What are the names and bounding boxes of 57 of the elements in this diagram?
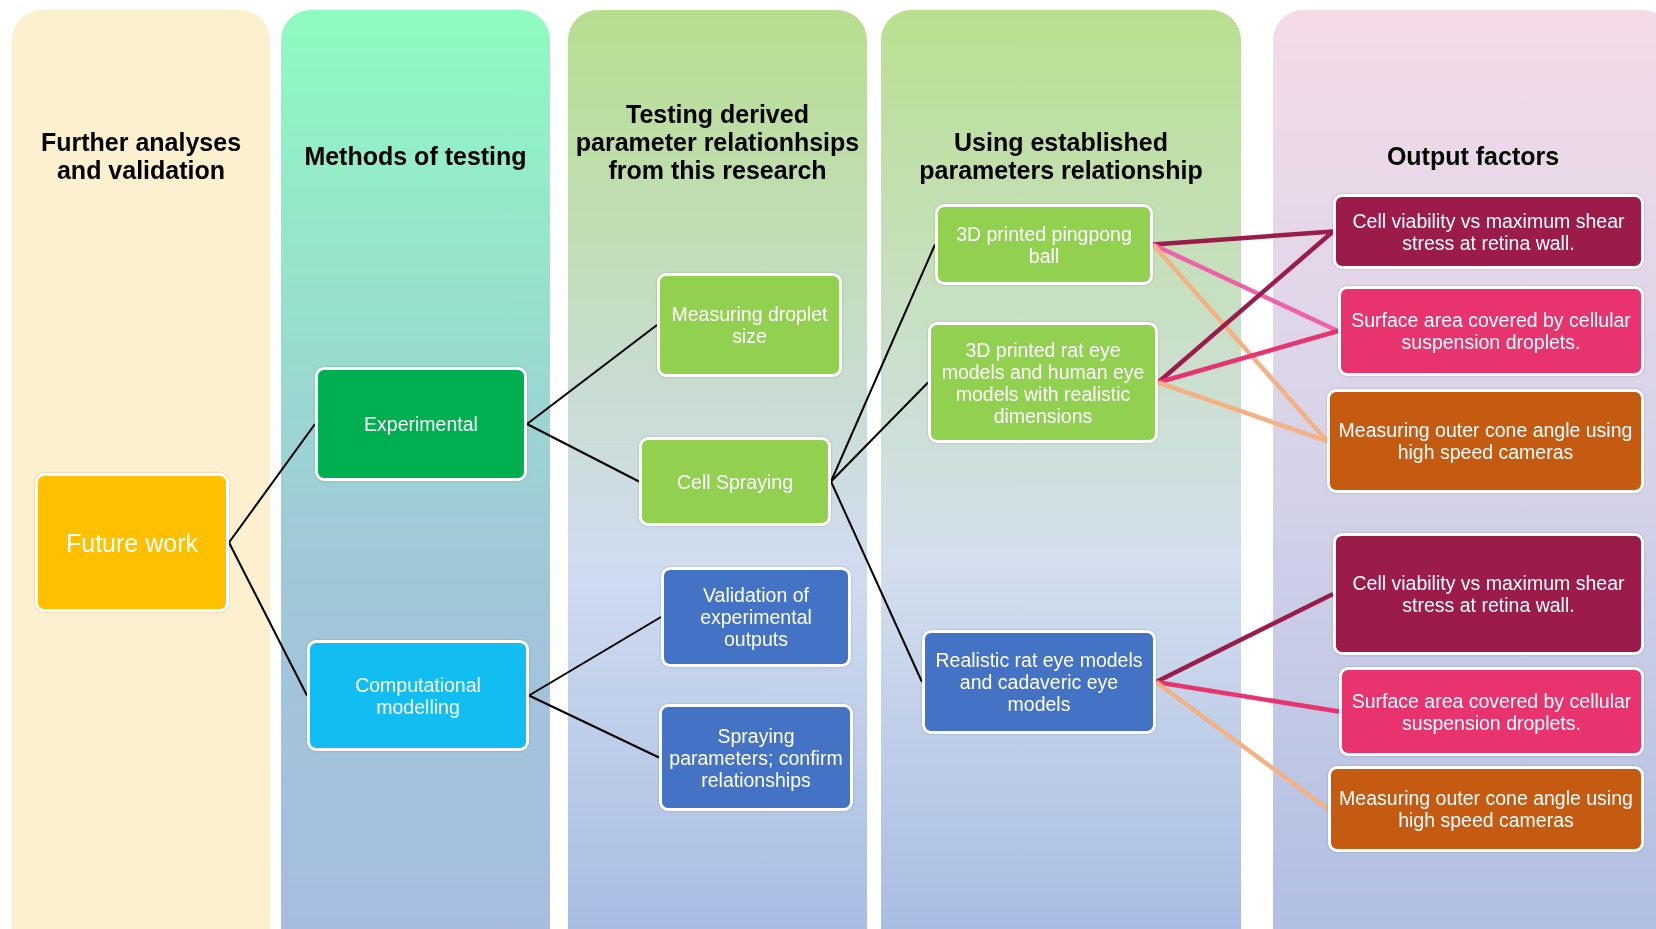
box-label: Cell viability vs maximum shear stress at retina wall. — [1351, 572, 1626, 616]
connector-line — [830, 480, 923, 683]
connector-line — [1152, 229, 1334, 247]
connector-line — [1155, 592, 1334, 684]
process-box — [315, 367, 527, 481]
process-box — [1327, 389, 1644, 493]
process-box — [1328, 766, 1644, 852]
column-panel — [12, 10, 270, 929]
box-label: Validation of experimental outputs — [699, 584, 813, 650]
box-label: Cell viability vs maximum shear stress at retina wall. — [1351, 209, 1626, 254]
process-box — [935, 204, 1153, 285]
process-box — [928, 322, 1158, 443]
connector-line — [1155, 679, 1340, 714]
process-box — [922, 630, 1156, 734]
connector-line — [1154, 680, 1330, 811]
box-label: Computational modelling — [354, 673, 482, 718]
box-label: Cell Spraying — [676, 470, 794, 493]
box-label: Surface area covered by cellular suspension droplets. — [1350, 689, 1633, 734]
process-box — [659, 704, 853, 811]
connector-line — [526, 423, 640, 483]
box-label: Spraying parameters; confirm relationships — [668, 724, 844, 791]
process-box — [1338, 286, 1644, 376]
connector-line — [526, 324, 658, 425]
column-heading: Methods of testing — [303, 142, 528, 170]
connector-line — [528, 616, 662, 697]
box-label: Measuring outer cone angle using high speed cameras — [1337, 419, 1634, 463]
connector-line — [228, 541, 308, 697]
column-heading: Using established parameters relationship — [918, 128, 1204, 184]
box-label: Experimental — [363, 413, 479, 435]
connector-line — [1157, 328, 1339, 385]
process-box — [35, 473, 229, 612]
process-box — [661, 567, 851, 667]
process-box — [1333, 194, 1644, 269]
box-label: Realistic rat eye models and cadaveric eye models — [934, 649, 1144, 715]
box-label: Future work — [65, 531, 199, 554]
column-panel — [568, 10, 867, 929]
column-heading: Testing derived parameter relationhsips from this research — [574, 100, 861, 184]
connector-line — [830, 381, 929, 483]
column-heading: Output factors — [1385, 142, 1561, 170]
connector-line — [830, 243, 936, 483]
process-box — [639, 437, 831, 526]
column-heading: Further analyses and validation — [39, 128, 243, 184]
box-label: 3D printed rat eye models and human eye models with realistic dimensions — [940, 338, 1146, 427]
connector-line — [1157, 380, 1328, 444]
process-box — [657, 273, 842, 377]
box-label: 3D printed pingpong ball — [955, 222, 1133, 267]
connector-line — [228, 423, 316, 544]
connector-line — [528, 694, 660, 759]
column-panel — [1273, 10, 1656, 929]
process-box — [1339, 667, 1644, 756]
box-label: Surface area covered by cellular suspension droplets. — [1350, 309, 1632, 353]
process-box — [307, 640, 529, 751]
box-label: Measuring droplet size — [670, 303, 829, 347]
box-label: Measuring outer cone angle using high speed cameras — [1338, 787, 1634, 831]
column-panel — [881, 10, 1241, 929]
process-box — [1333, 533, 1644, 655]
column-panel — [281, 10, 550, 929]
